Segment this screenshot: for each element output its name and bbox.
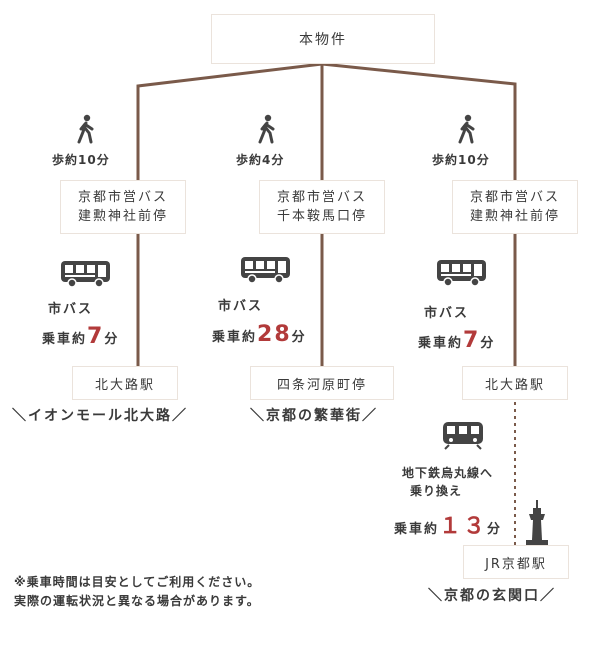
kyoto-tower-icon <box>526 500 548 545</box>
ride-time: 乗車約7分 <box>418 328 495 353</box>
bus-icon <box>241 257 290 284</box>
bus-icon <box>61 261 110 288</box>
ride-time-prefix: 乗車約 <box>394 522 440 537</box>
station-box: 北大路駅 <box>462 366 568 400</box>
transfer-ride-time: 乗車約１３分 <box>394 508 502 540</box>
walk-time: 歩約4分 <box>236 153 285 167</box>
root-label: 本物件 <box>299 32 347 48</box>
ride-time-prefix: 乗車約 <box>212 330 258 345</box>
train-icon <box>443 422 483 450</box>
ride-time-unit: 分 <box>291 330 307 345</box>
final-station-name: JR京都駅 <box>485 556 547 572</box>
final-station-box: JR京都駅 <box>463 545 569 579</box>
branch-left <box>136 62 323 378</box>
destination-label: ＼京都の玄関口／ <box>428 588 556 604</box>
bus-stop-name: 建勲神社前停 <box>469 209 560 224</box>
station-name: 北大路駅 <box>94 377 155 393</box>
destination-label: ＼京都の繁華街／ <box>250 408 378 424</box>
walk-time: 歩約10分 <box>52 153 110 167</box>
root-box: 本物件 <box>211 14 435 64</box>
bus-stop-box: 京都市営バス 建勲神社前停 <box>60 180 186 234</box>
ride-time-number: １３ <box>439 514 488 539</box>
bus-icon <box>437 260 486 287</box>
bus-stop-operator: 京都市営バス <box>77 190 168 205</box>
ride-time: 乗車約28分 <box>212 322 307 347</box>
ride-time: 乗車約7分 <box>42 324 119 349</box>
transport-mode: 市バス <box>424 306 470 321</box>
walk-time: 歩約10分 <box>432 153 490 167</box>
branch-right <box>321 62 517 378</box>
ride-time-prefix: 乗車約 <box>418 336 464 351</box>
transport-mode: 市バス <box>48 302 94 317</box>
walk-icon <box>258 114 275 144</box>
ride-time-number: 7 <box>463 328 481 353</box>
bus-stop-name: 建勲神社前停 <box>77 209 168 224</box>
walk-icon <box>77 114 94 144</box>
transfer-action: 乗り換え <box>410 484 463 498</box>
bus-stop-operator: 京都市営バス <box>469 190 560 205</box>
ride-time-unit: 分 <box>104 332 120 347</box>
ride-time-number: 7 <box>87 324 105 349</box>
ride-time-number: 28 <box>257 322 292 347</box>
station-name: 北大路駅 <box>484 377 545 393</box>
footnote-line-1: ※乗車時間は目安としてご利用ください。 <box>14 575 261 589</box>
station-box: 北大路駅 <box>72 366 178 400</box>
bus-stop-name: 千本鞍馬口停 <box>276 209 367 224</box>
destination-label: ＼イオンモール北大路／ <box>12 408 188 424</box>
transport-mode: 市バス <box>218 299 264 314</box>
station-box: 四条河原町停 <box>250 366 394 400</box>
ride-time-unit: 分 <box>480 336 496 351</box>
ride-time-unit: 分 <box>487 522 503 537</box>
transfer-label: 地下鉄烏丸線へ 乗り換え <box>402 464 493 500</box>
ride-time-prefix: 乗車約 <box>42 332 88 347</box>
bus-stop-box: 京都市営バス 建勲神社前停 <box>452 180 578 234</box>
bus-stop-operator: 京都市営バス <box>276 190 367 205</box>
transfer-line: 地下鉄烏丸線へ <box>402 466 494 480</box>
footnote-line-2: 実際の運転状況と異なる場合があります。 <box>14 594 260 608</box>
walk-icon <box>458 114 475 144</box>
footnote: ※乗車時間は目安としてご利用ください。 実際の運転状況と異なる場合があります。 <box>14 573 260 611</box>
station-name: 四条河原町停 <box>276 377 367 393</box>
bus-stop-box: 京都市営バス 千本鞍馬口停 <box>259 180 385 234</box>
